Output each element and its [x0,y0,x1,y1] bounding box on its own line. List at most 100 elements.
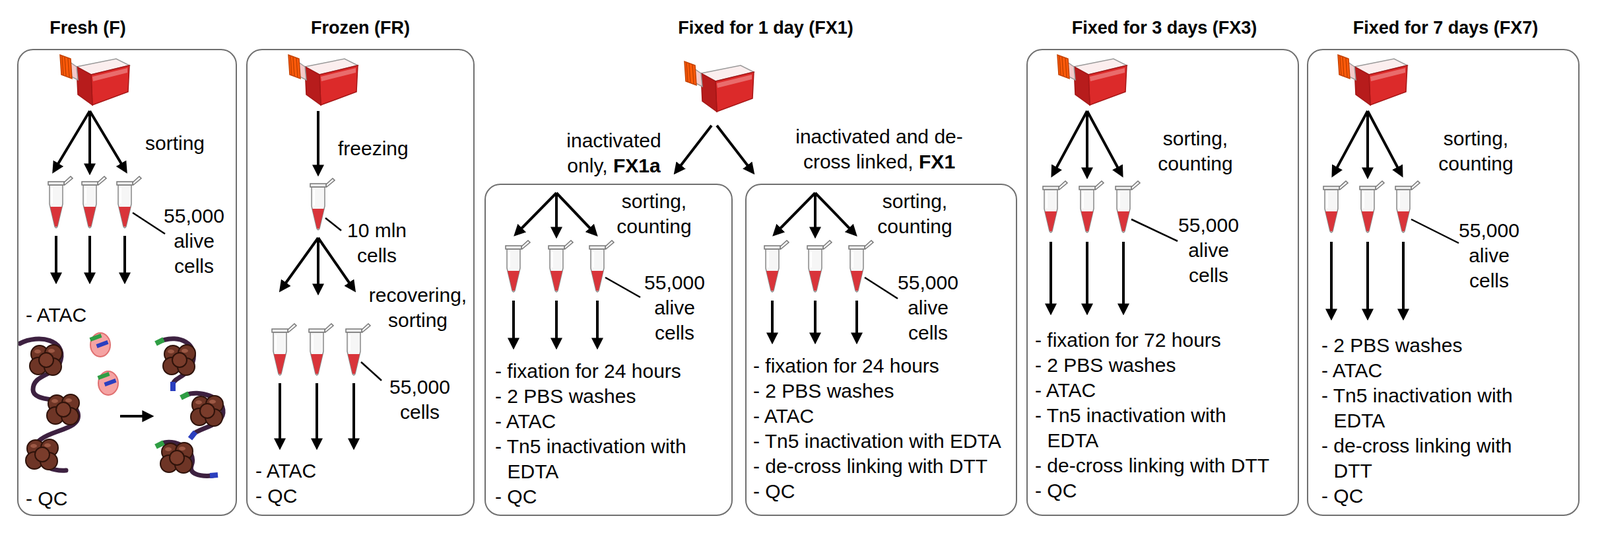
branch-heading: FX1a [613,154,661,177]
illustration-part [271,323,297,375]
illustration-part [1131,219,1178,241]
protocol-panel: Fixed for 7 days (FX7)sorting, counting5… [1306,48,1580,516]
illustration-part [555,300,558,346]
illustration-part [161,441,213,476]
illustration-part [160,442,193,473]
illustration-part [1057,54,1127,105]
protocol-step: - QC [1034,477,1276,503]
illustration-part [1401,241,1405,317]
illustration-part [29,344,63,375]
text-group: - ATAC- QC [255,458,454,509]
illustration-part [1333,110,1368,175]
illustration-part [1085,110,1089,176]
illustration-part [555,192,558,235]
illustration-part [54,235,58,281]
protocol-step: - QC [495,483,727,509]
protocol-step: - QC [255,483,454,509]
illustration-part [81,176,107,228]
illustration-part [684,61,754,112]
illustration-part [132,212,166,234]
protocol-panel: Fresh (F)sorting55,000 alive cells- ATAC… [17,48,237,516]
illustration-part [155,442,164,447]
illustration-part [325,217,342,231]
protocol-step: - Tn5 inactivation with EDTA [495,433,727,484]
protocol-step: - QC [25,485,224,511]
text-group: Frozen (FR) [294,16,427,39]
cell-count: 10 mln cells [337,217,417,268]
illustration-part [352,382,356,447]
cell-count: 55,000 alive cells [1171,212,1246,288]
protocol-step: - 2 PBS washes [1321,332,1546,358]
illustration-part [316,237,320,292]
protocol-step: - ATAC [495,408,727,434]
cell-count: 55,000 alive cells [891,269,966,346]
cell-count: 55,000 alive cells [1452,217,1527,294]
protocol-step: - ATAC [753,403,1015,429]
illustration-part [180,393,189,398]
illustration-part [1122,241,1125,312]
protocol-step: - QC [1321,483,1546,509]
text-group: sorting [145,130,232,156]
illustration-part [1330,241,1333,317]
step-label: recovering, sorting [361,282,474,333]
protocol-step: - de-cross linking with DTT [1034,452,1276,478]
cell-count: 55,000 alive cells [637,269,712,346]
step-label: sorting, counting [604,188,704,239]
illustration-part [1337,54,1408,105]
cell-count: 55,000 cells [380,374,460,425]
illustration-part [318,237,354,290]
illustration-part [1115,180,1140,233]
text-group: - ATAC [25,302,224,328]
illustration-part [89,110,126,171]
illustration-part [89,333,103,342]
illustration-part [813,192,817,235]
illustration-part [1079,180,1104,233]
illustration-part [170,381,176,391]
illustration-part [97,371,111,380]
illustration-part [548,240,573,292]
step-label: freezing [337,135,437,162]
protocol-step: - 2 PBS washes [753,378,1015,404]
illustration-part [88,235,92,281]
illustration-part [1323,180,1348,233]
illustration-part [716,125,753,172]
step-label: sorting, counting [865,188,965,239]
protocol-step: - Tn5 inactivation with EDTA [1321,382,1546,434]
text-group: 55,000 alive cells [1171,212,1246,288]
illustration-part [770,300,774,341]
protocol-step: - ATAC [1034,377,1276,403]
illustration-part [512,300,515,346]
panel-heading: Fixed for 3 days (FX3) [1032,16,1297,39]
step-label: sorting [145,130,232,156]
panel-heading: Fixed for 7 days (FX7) [1313,16,1578,39]
illustration-part [1395,180,1420,233]
illustration-part [315,382,319,447]
protocol-step: - ATAC [25,302,224,328]
illustration-part [1049,241,1053,312]
protocol-step: - ATAC [255,458,454,484]
illustration-part [848,240,874,292]
illustration-part [278,382,282,447]
text-group: sorting, counting [1426,126,1526,177]
illustration-part [361,361,382,381]
illustration-part [516,192,557,234]
text-group: inactivated only,FX1a [547,128,680,179]
illustration-part [316,110,320,173]
step-label: sorting, counting [1426,126,1526,177]
illustration-part [155,339,164,344]
protocol-step: - 2 PBS washes [1034,352,1276,378]
illustration-part [48,176,73,228]
illustration-part [123,235,127,281]
protocol-step: - ATAC [1321,357,1546,383]
illustration-part [815,192,855,234]
protocol-panel: Frozen (FR)freezing10 mln cellsrecoverin… [246,48,475,516]
illustration-part [605,277,641,298]
protocol-panel: Fixed for 3 days (FX3)sorting, counting5… [1026,48,1300,516]
illustration-part [1367,110,1402,175]
protocol-panel: inactivated only,FX1asorting, counting55… [484,183,733,516]
illustration-part [1085,241,1089,312]
illustration-part [54,110,90,171]
illustration-part [675,125,712,172]
text-group: freezing [337,135,437,162]
text-group: sorting, counting [1145,126,1245,177]
